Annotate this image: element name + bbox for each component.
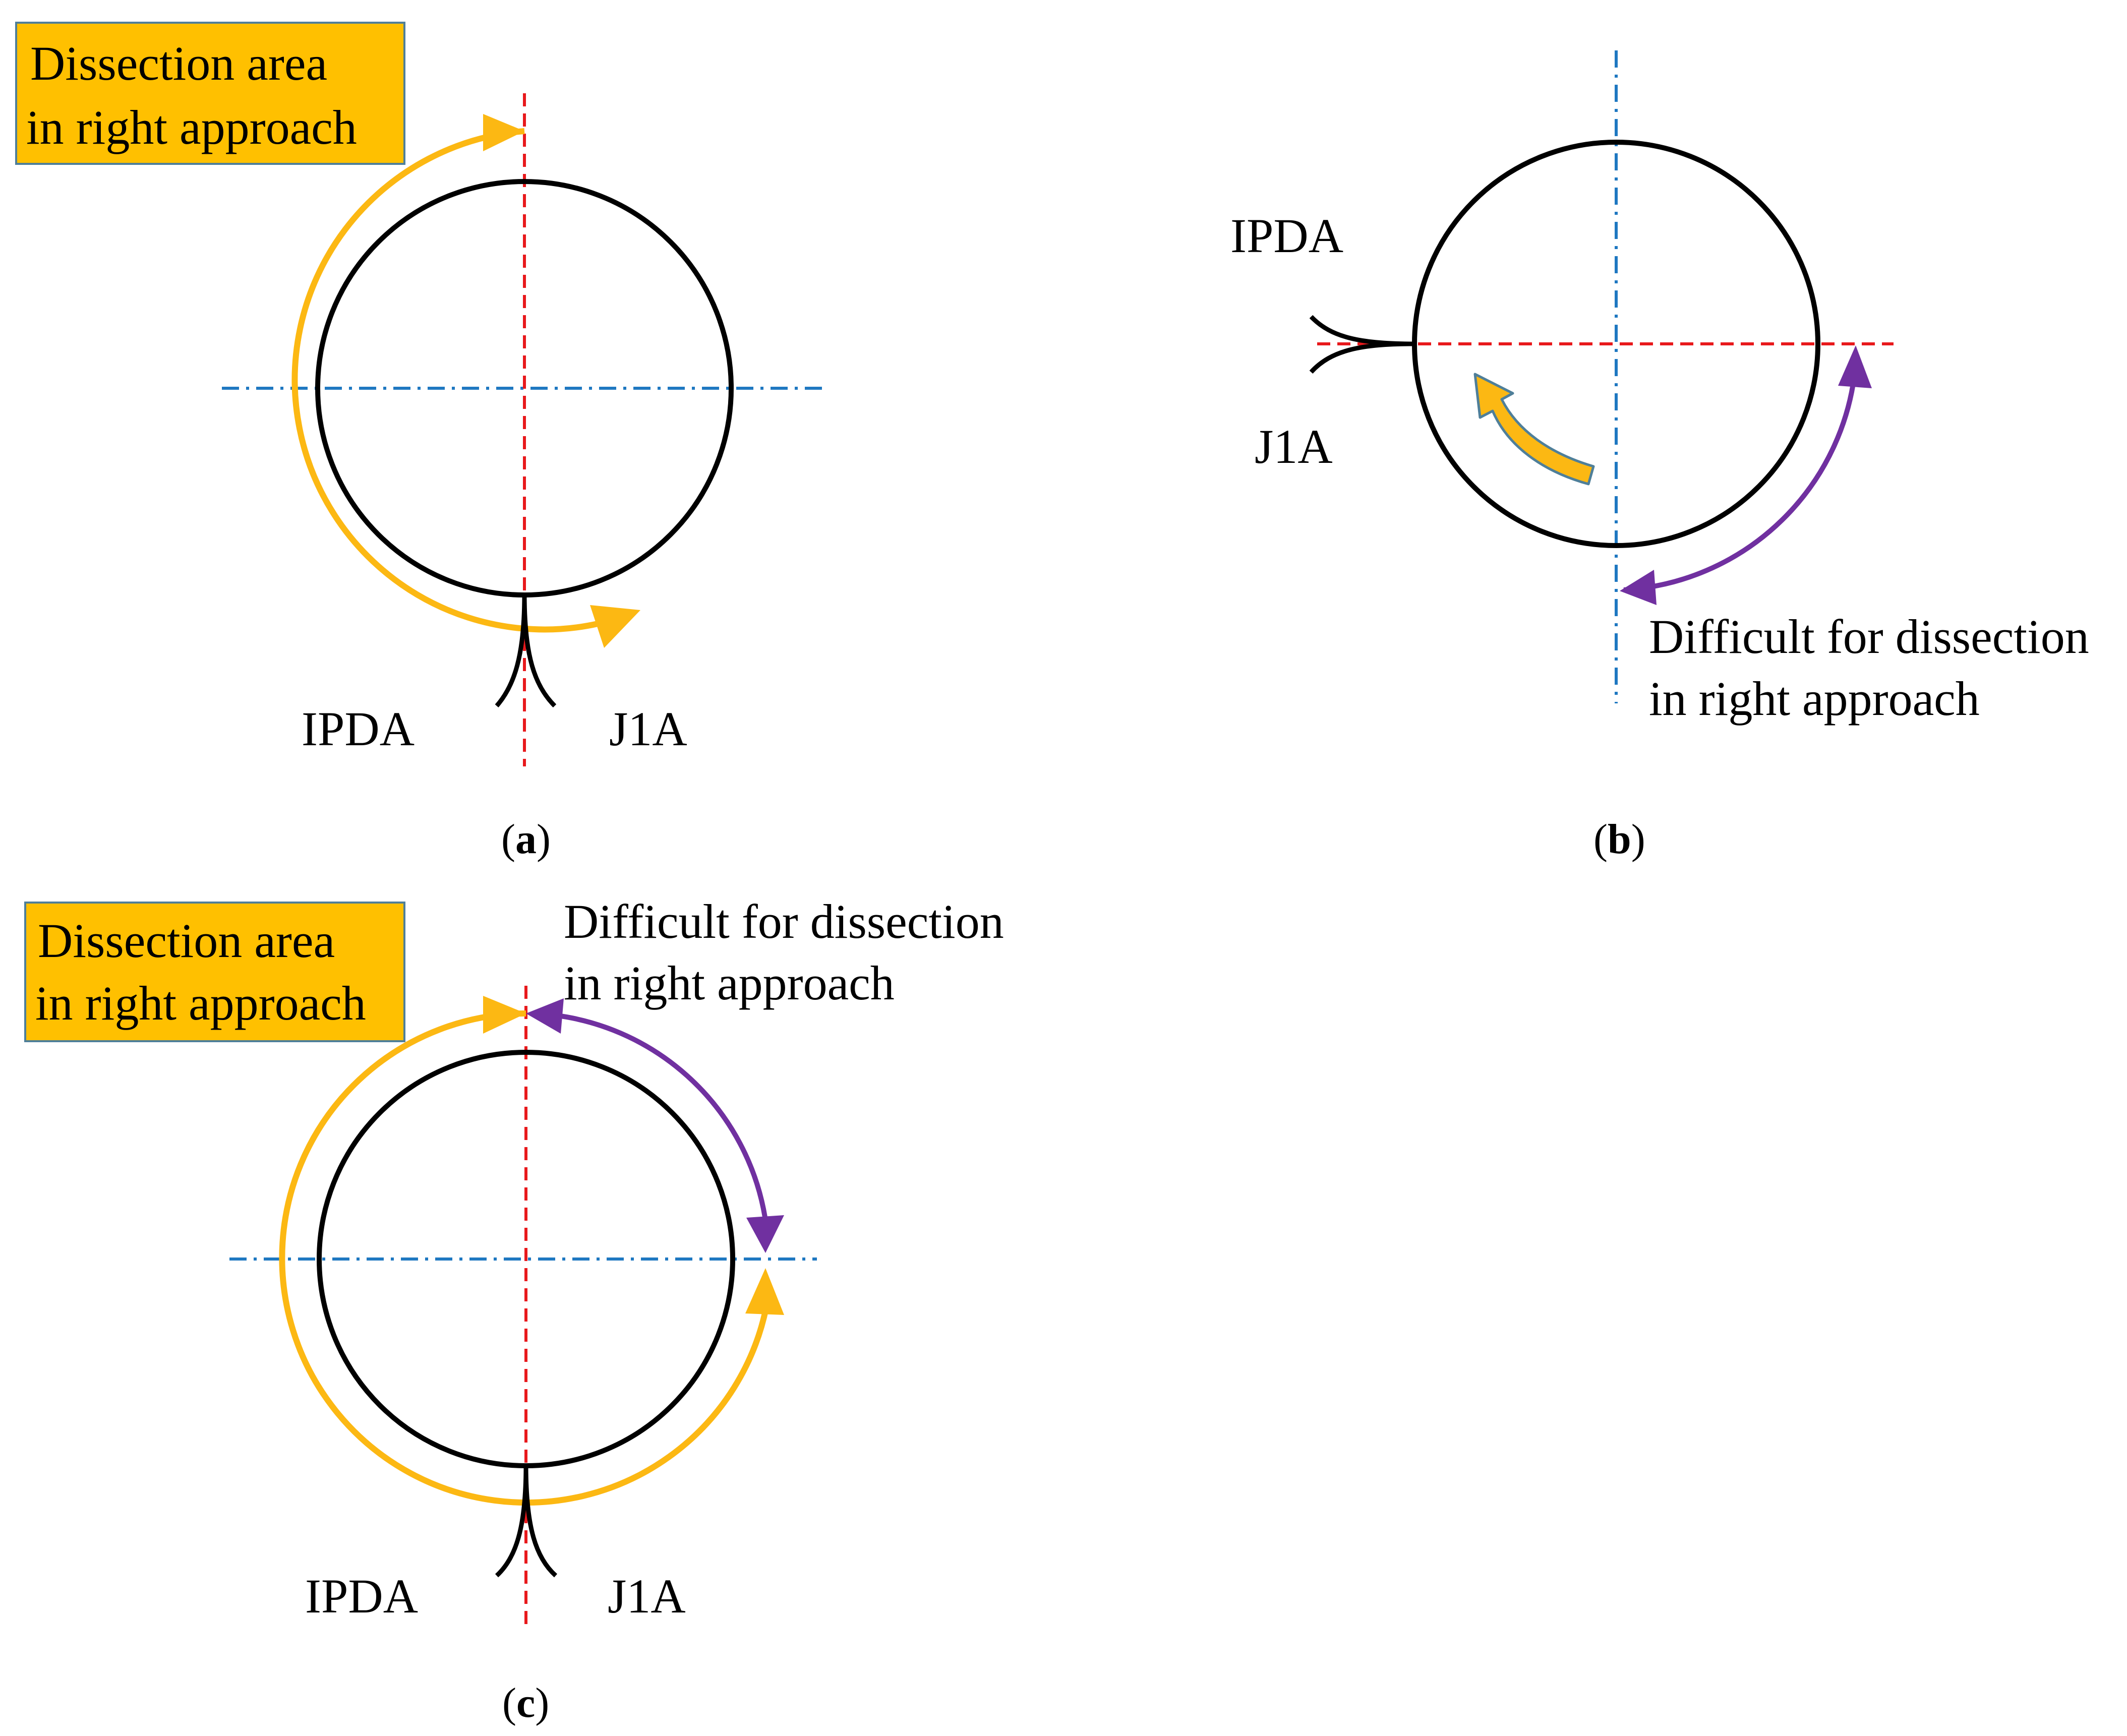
panel-c-ipda-branch (495, 1465, 528, 1578)
panel-c-purple-arc (534, 1011, 768, 1221)
panel-b-purple-arrowhead-bottom (1620, 570, 1657, 605)
panel-a-label-ipda: IPDA (302, 702, 415, 756)
panel-b-label-j1a: J1A (1255, 420, 1333, 473)
panel-b-note-line-1: Difficult for dissection (1649, 610, 2089, 664)
panel-b-yellow-block-arrow (1473, 373, 1595, 486)
panel-c-box-line-1: Dissection area (38, 914, 335, 968)
panel-a-yellow-arrowhead-top (483, 114, 524, 151)
panel-c-j1a-branch (523, 1465, 558, 1578)
panel-b-purple-arc (1623, 363, 1858, 592)
panel-a-box-line-2: in right approach (26, 100, 357, 154)
panel-b-caption-letter: b (1608, 816, 1631, 863)
panel-a-yellow-arrowhead-bottom (590, 605, 640, 648)
panel-a-box-line-1: Dissection area (30, 36, 327, 90)
panel-b-label-ipda: IPDA (1230, 209, 1343, 263)
panel-c-purple-arrowhead-right (746, 1215, 784, 1253)
panel-a-j1a-branch (522, 594, 557, 708)
panel-b-note-line-2: in right approach (1649, 672, 1980, 726)
panel-c-yellow-arrowhead-right (745, 1268, 784, 1315)
panel-c-yellow-arrowhead-top (483, 996, 526, 1034)
panel-c-caption-letter: c (516, 1680, 535, 1726)
panel-b: IPDA J1A Difficult for dissection in rig… (1230, 50, 2089, 863)
panel-b-j1a-branch (1309, 341, 1415, 374)
panel-a-yellow-arc (291, 128, 621, 633)
panel-c-note-line-2: in right approach (564, 956, 895, 1010)
panel-c-caption: (c) (502, 1680, 549, 1726)
panel-a-box (15, 22, 405, 165)
panel-c: Dissection area in right approach Diffic… (24, 894, 1004, 1726)
panel-c-box-line-2: in right approach (35, 976, 366, 1030)
panel-c-box (24, 902, 405, 1042)
panel-a-label-j1a: J1A (609, 702, 687, 756)
panel-c-yellow-arc (279, 1010, 770, 1506)
panel-a-caption-letter: a (515, 816, 537, 863)
panel-c-note-line-1: Difficult for dissection (564, 894, 1004, 948)
panel-c-label-ipda: IPDA (305, 1569, 418, 1623)
panel-c-label-j1a: J1A (608, 1569, 686, 1623)
panel-b-purple-arrowhead-top (1838, 345, 1872, 388)
panel-b-ipda-branch (1309, 315, 1415, 346)
panel-c-purple-arrowhead-top (526, 998, 564, 1034)
panel-b-caption: (b) (1593, 816, 1645, 863)
panel-a-ipda-branch (495, 594, 527, 707)
panel-a: Dissection area in right approach IPDA J… (15, 22, 822, 863)
panel-a-caption: (a) (501, 816, 551, 863)
